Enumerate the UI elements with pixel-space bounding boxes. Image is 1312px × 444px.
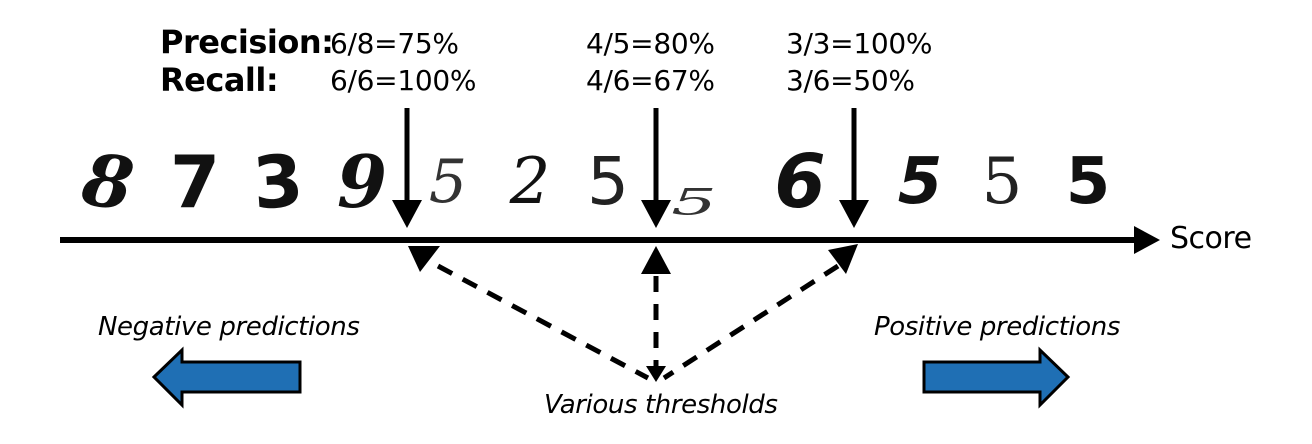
- dashed-connector-3: [662, 263, 840, 381]
- digit-sample-5: 5: [981, 145, 1023, 219]
- digit-sample-9: 9: [336, 139, 388, 224]
- positive-predictions-label: Positive predictions: [874, 312, 1120, 342]
- threshold-1-down-arrow: [392, 108, 422, 228]
- threshold-2-down-arrow: [641, 108, 671, 228]
- threshold-2-marker: [641, 246, 671, 274]
- digit-sample-7: 7: [169, 140, 221, 224]
- right-block-arrow-icon: [922, 346, 1071, 409]
- threshold-1-marker: [408, 246, 440, 272]
- various-thresholds-label: Various thresholds: [544, 390, 778, 420]
- digit-sample-5: 5: [587, 143, 629, 220]
- recall-row-label: Recall:: [160, 61, 279, 99]
- digit-sample-5: 5: [671, 181, 717, 223]
- threshold-3-precision: 3/3=100%: [786, 27, 933, 60]
- threshold-3-marker: [828, 244, 858, 274]
- digit-sample-2: 2: [509, 145, 551, 219]
- threshold-1-recall: 6/6=100%: [330, 64, 477, 97]
- left-block-arrow-icon: [151, 346, 302, 409]
- score-axis-arrowhead: [1134, 226, 1160, 254]
- digit-sample-5: 5: [897, 145, 943, 219]
- threshold-3-down-arrow: [839, 108, 869, 228]
- precision-row-label: Precision:: [160, 23, 334, 61]
- negative-predictions-label: Negative predictions: [98, 312, 360, 342]
- dashed-connector-2-head: [646, 366, 666, 382]
- threshold-2-recall: 4/6=67%: [586, 64, 715, 97]
- threshold-1-precision: 6/8=75%: [330, 27, 459, 60]
- threshold-2-precision: 4/5=80%: [586, 27, 715, 60]
- digit-sample-6: 6: [774, 139, 826, 225]
- threshold-3-recall: 3/6=50%: [786, 64, 915, 97]
- digit-sample-5: 5: [1065, 145, 1111, 219]
- digit-sample-5: 5: [428, 147, 468, 217]
- score-axis-label: Score: [1170, 221, 1252, 256]
- dashed-connector-1: [436, 263, 650, 381]
